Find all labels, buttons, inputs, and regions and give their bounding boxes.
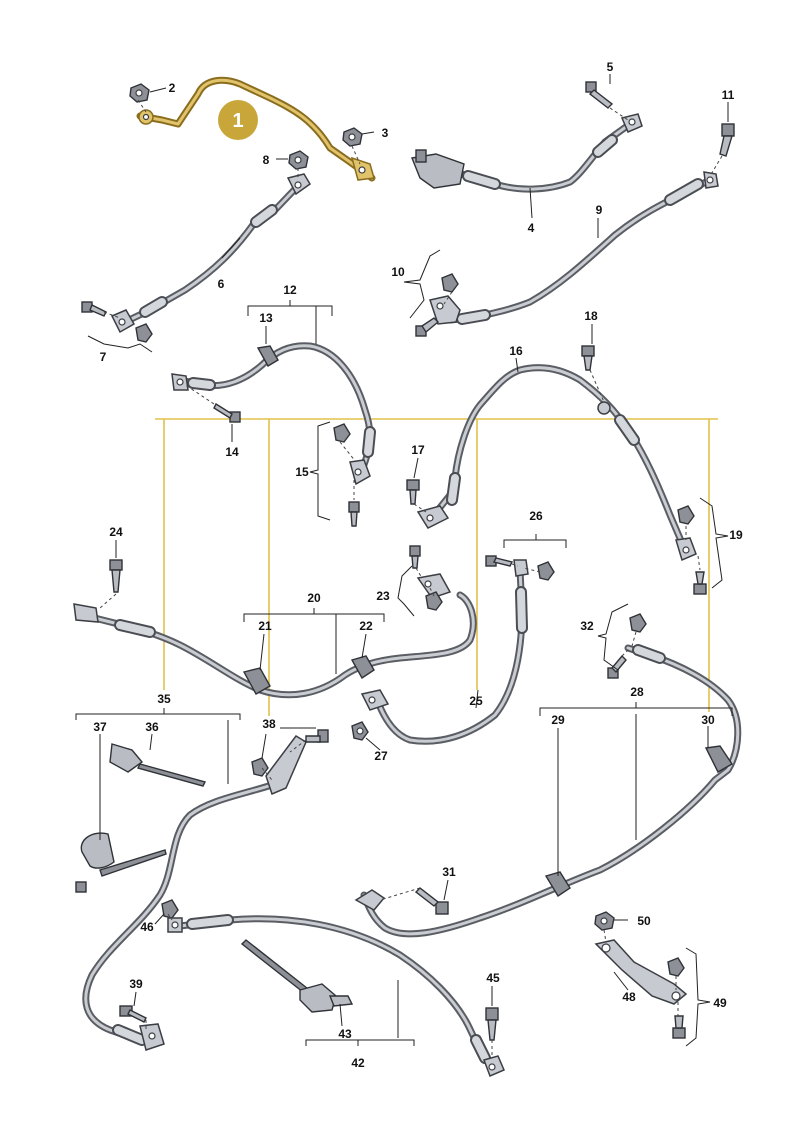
- nut-26[interactable]: [537, 561, 555, 581]
- label-13: 13: [259, 311, 273, 325]
- label-38: 38: [262, 717, 276, 731]
- label-30: 30: [701, 713, 715, 727]
- nut-15[interactable]: [333, 423, 351, 443]
- label-25: 25: [469, 694, 483, 708]
- clip-37[interactable]: [75, 832, 167, 893]
- label-39: 39: [129, 977, 143, 991]
- bolt-32[interactable]: [607, 654, 627, 679]
- reference-lines: [155, 418, 718, 716]
- bolt-26[interactable]: [485, 555, 514, 567]
- leader-lines: [99, 74, 729, 1038]
- label-9: 9: [596, 203, 603, 217]
- cable-28[interactable]: [354, 644, 742, 938]
- cable-9[interactable]: [429, 171, 719, 325]
- bolt-24[interactable]: [109, 559, 123, 593]
- nut-27[interactable]: [351, 721, 369, 741]
- bolt-45[interactable]: [485, 1007, 499, 1041]
- bracket-48[interactable]: [594, 939, 688, 1005]
- bolt-23[interactable]: [409, 545, 421, 569]
- nut-2[interactable]: [129, 83, 150, 103]
- label-43: 43: [338, 1027, 352, 1041]
- label-4: 4: [528, 221, 535, 235]
- badge-number: 1: [232, 110, 243, 132]
- label-21: 21: [258, 619, 272, 633]
- label-11: 11: [722, 88, 735, 102]
- label-10: 10: [391, 265, 405, 279]
- nut-46[interactable]: [161, 899, 179, 919]
- bolt-19[interactable]: [693, 571, 707, 595]
- nut-3[interactable]: [342, 127, 363, 147]
- bolt-10[interactable]: [415, 317, 440, 337]
- bolt-7[interactable]: [81, 301, 107, 317]
- cable-tie-43[interactable]: [240, 939, 354, 1013]
- part-labels: 2 3 4 5 6 7 8 9 10 11 12 13 14 15 16 17 …: [93, 60, 743, 1070]
- label-15: 15: [295, 465, 309, 479]
- bolt-31[interactable]: [414, 887, 449, 915]
- cable-35[interactable]: [82, 735, 307, 1051]
- label-32: 32: [580, 619, 594, 633]
- bolt-15[interactable]: [348, 501, 360, 527]
- label-3: 3: [382, 126, 389, 140]
- label-42: 42: [351, 1056, 365, 1070]
- cable-42[interactable]: [167, 914, 505, 1077]
- label-24: 24: [109, 525, 123, 539]
- highlighted-cable-part-1[interactable]: 1: [136, 76, 376, 182]
- nut-38[interactable]: [251, 757, 269, 777]
- bolt-49[interactable]: [672, 1015, 686, 1039]
- bolt-38[interactable]: [305, 729, 329, 743]
- cable-4[interactable]: [411, 113, 643, 193]
- label-46: 46: [140, 920, 154, 934]
- group-brackets: [75, 249, 733, 1047]
- label-31: 31: [442, 865, 456, 879]
- label-28: 28: [630, 685, 644, 699]
- label-18: 18: [584, 309, 598, 323]
- label-50: 50: [637, 914, 651, 928]
- bolt-11[interactable]: [719, 123, 735, 157]
- label-27: 27: [374, 749, 388, 763]
- label-12: 12: [283, 283, 297, 297]
- cable-16[interactable]: [416, 364, 697, 562]
- label-20: 20: [307, 591, 321, 605]
- label-36: 36: [145, 720, 159, 734]
- nut-23[interactable]: [425, 591, 443, 611]
- bolt-5[interactable]: [585, 81, 614, 109]
- label-35: 35: [157, 692, 171, 706]
- label-22: 22: [359, 619, 373, 633]
- cable-12[interactable]: [171, 342, 376, 486]
- nut-10[interactable]: [441, 273, 459, 293]
- bolt-18[interactable]: [581, 345, 595, 371]
- part-number-badge: [218, 100, 258, 140]
- label-14: 14: [225, 445, 239, 459]
- nut-19[interactable]: [677, 505, 695, 525]
- label-26: 26: [529, 509, 543, 523]
- label-23: 23: [376, 589, 390, 603]
- cable-25[interactable]: [360, 559, 529, 745]
- label-45: 45: [486, 971, 500, 985]
- label-8: 8: [263, 153, 270, 167]
- label-17: 17: [411, 443, 425, 457]
- nut-50[interactable]: [594, 911, 615, 931]
- cable-tie-36[interactable]: [109, 743, 207, 787]
- label-48: 48: [622, 990, 636, 1004]
- bolt-39[interactable]: [119, 1005, 147, 1023]
- nut-32[interactable]: [629, 613, 647, 633]
- label-2: 2: [169, 81, 176, 95]
- label-29: 29: [551, 713, 565, 727]
- label-7: 7: [100, 350, 107, 364]
- label-6: 6: [218, 277, 225, 291]
- dashed-lines: [99, 99, 723, 1058]
- label-37: 37: [93, 720, 107, 734]
- label-16: 16: [509, 344, 523, 358]
- label-19: 19: [729, 528, 743, 542]
- bolt-14[interactable]: [213, 402, 241, 423]
- label-49: 49: [713, 996, 727, 1010]
- cable-20[interactable]: [73, 573, 477, 699]
- label-5: 5: [607, 60, 614, 74]
- bolt-17[interactable]: [406, 479, 420, 505]
- nut-7[interactable]: [135, 323, 153, 343]
- nut-8[interactable]: [288, 150, 309, 170]
- cable-6[interactable]: [110, 173, 311, 334]
- nut-49[interactable]: [667, 957, 685, 977]
